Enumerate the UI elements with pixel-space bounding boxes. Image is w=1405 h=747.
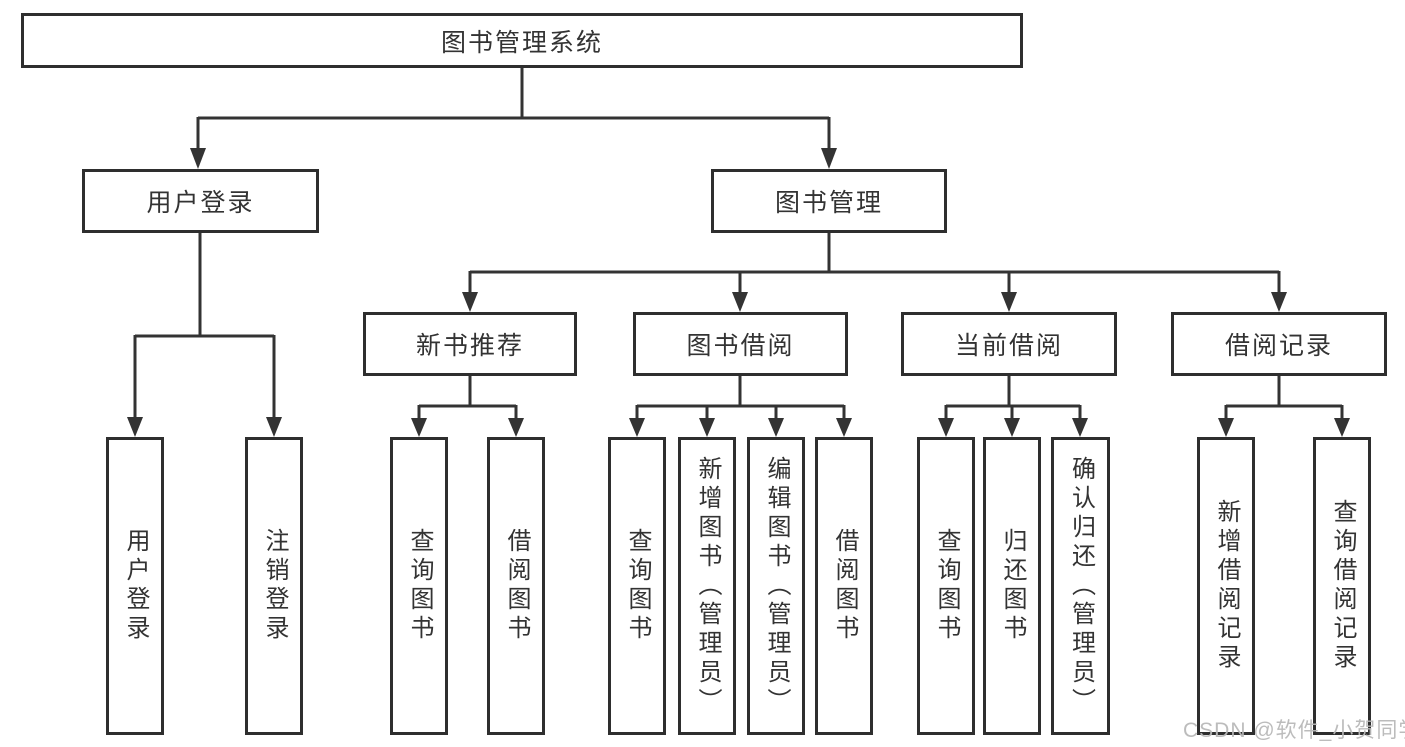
node-user-login: 用户登录 (82, 169, 319, 233)
connector-records-to-leaves (1218, 376, 1350, 437)
node-label: 查询借阅记录 (1329, 499, 1356, 673)
leaf-query-books-2: 查询图书 (608, 437, 666, 735)
node-label: 确认归还（管理员） (1067, 455, 1095, 717)
node-label: 新增借阅记录 (1213, 499, 1240, 673)
connector-root-to-level2 (190, 68, 837, 169)
node-label: 图书借阅 (686, 332, 795, 360)
node-label: 归还图书 (999, 528, 1026, 644)
node-label: 图书管理 (774, 189, 883, 217)
connector-login-to-leaves (127, 233, 282, 437)
leaf-query-books-3: 查询图书 (917, 437, 975, 735)
csdn-watermark: CSDN @软件_小贺同学 (1183, 719, 1405, 742)
leaf-return-books: 归还图书 (983, 437, 1041, 735)
leaf-add-books-admin: 新增图书（管理员） (678, 437, 736, 735)
node-new-book-recommend: 新书推荐 (363, 312, 577, 376)
node-borrow-records: 借阅记录 (1171, 312, 1387, 376)
node-label: 用户登录 (146, 189, 255, 217)
node-book-borrow: 图书借阅 (633, 312, 848, 376)
leaf-borrow-books-2: 借阅图书 (815, 437, 873, 735)
leaf-confirm-return-admin: 确认归还（管理员） (1051, 437, 1110, 735)
node-label: 查询图书 (406, 528, 433, 644)
node-label: 当前借阅 (954, 332, 1063, 360)
leaf-query-books-1: 查询图书 (390, 437, 448, 735)
node-label: 图书管理系统 (440, 28, 603, 57)
node-book-management: 图书管理 (711, 169, 947, 233)
node-label: 编辑图书（管理员） (763, 455, 790, 717)
node-current-borrow: 当前借阅 (901, 312, 1117, 376)
leaf-borrow-books-1: 借阅图书 (487, 437, 545, 735)
leaf-user-login: 用户登录 (106, 437, 164, 735)
node-label: 新书推荐 (415, 332, 524, 360)
leaf-edit-books-admin: 编辑图书（管理员） (747, 437, 805, 735)
leaf-add-borrow-record: 新增借阅记录 (1197, 437, 1255, 735)
connector-newbooks-to-leaves (411, 376, 524, 437)
node-root-system: 图书管理系统 (21, 13, 1023, 68)
connector-current-to-leaves (938, 376, 1088, 437)
node-label: 查询图书 (933, 528, 960, 644)
connector-borrow-to-leaves (629, 376, 852, 437)
connector-bookmgmt-to-level3 (462, 233, 1287, 312)
node-label: 新增图书（管理员） (694, 455, 721, 717)
leaf-query-borrow-record: 查询借阅记录 (1313, 437, 1371, 735)
node-label: 查询图书 (624, 528, 651, 644)
node-label: 借阅图书 (503, 528, 530, 644)
leaf-logout: 注销登录 (245, 437, 303, 735)
node-label: 借阅记录 (1224, 332, 1333, 360)
node-label: 借阅图书 (831, 528, 858, 644)
node-label: 用户登录 (122, 528, 149, 644)
node-label: 注销登录 (261, 528, 288, 644)
